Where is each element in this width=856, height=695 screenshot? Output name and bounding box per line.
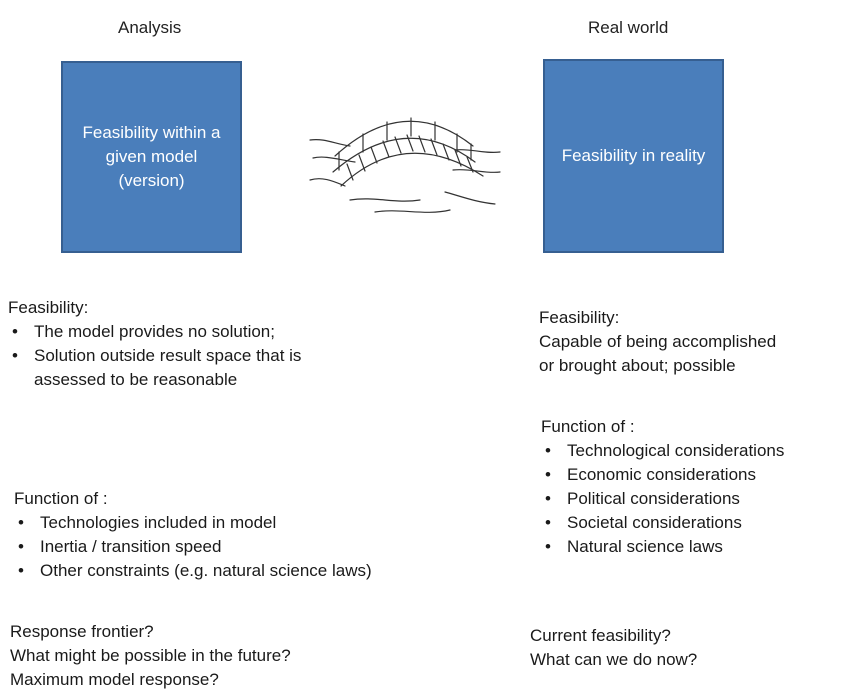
analysis-heading: Analysis [118,18,182,37]
function-title: Function of : [541,417,635,436]
reality-function-list: Technological considerations Economic co… [541,439,784,559]
question-line: Maximum model response? [10,670,219,689]
list-item: Societal considerations [541,511,784,535]
list-item: Technologies included in model [14,511,494,535]
list-item: Solution outside result space that is as… [8,344,334,392]
list-item: Inertia / transition speed [14,535,494,559]
list-item: Political considerations [541,487,784,511]
question-line: Current feasibility? [530,626,671,645]
feasibility-title: Feasibility: [539,308,620,327]
list-item: Natural science laws [541,535,784,559]
analysis-function: Function of : Technologies included in m… [14,487,494,583]
feasibility-definition: Capable of being accomplished [539,332,777,351]
question-line: What can we do now? [530,650,698,669]
bridge-icon [309,117,501,213]
question-line: Response frontier? [10,622,154,641]
reality-feasibility-box: Feasibility in reality [543,59,724,253]
reality-details: Feasibility: Capable of being accomplish… [539,306,776,378]
question-line: What might be possible in the future? [10,646,291,665]
analysis-questions: Response frontier? What might be possibl… [10,620,291,692]
reality-function: Function of : Technological consideratio… [541,415,784,559]
analysis-details: Feasibility: The model provides no solut… [8,296,488,392]
list-item: Economic considerations [541,463,784,487]
feasibility-title: Feasibility: [8,298,89,317]
analysis-feasibility-list: The model provides no solution; Solution… [8,320,488,392]
list-item: Technological considerations [541,439,784,463]
list-item: Other constraints (e.g. natural science … [14,559,494,583]
feasibility-definition: or brought about; possible [539,356,736,375]
real-world-heading: Real world [588,18,669,37]
analysis-function-list: Technologies included in model Inertia /… [14,511,494,583]
analysis-feasibility-box: Feasibility within a given model (versio… [61,61,242,253]
list-item: The model provides no solution; [8,320,294,344]
reality-questions: Current feasibility? What can we do now? [530,624,697,672]
function-title: Function of : [14,489,108,508]
